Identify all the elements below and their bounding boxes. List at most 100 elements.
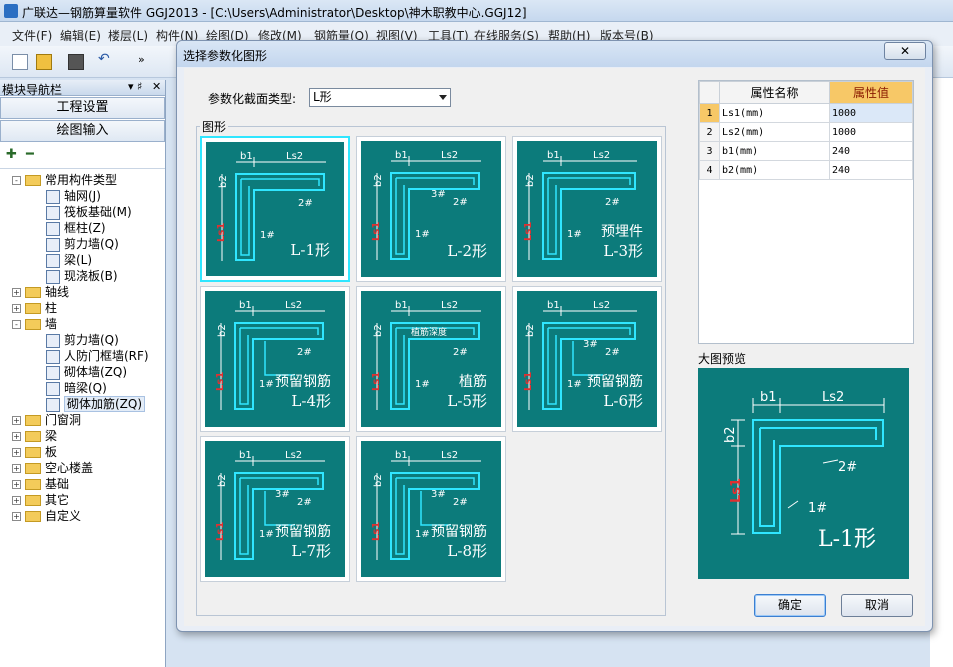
draw-input-button[interactable]: 绘图输入: [0, 120, 165, 142]
tree-folder[interactable]: +梁: [12, 428, 57, 444]
dialog-close-button[interactable]: ✕: [884, 42, 926, 60]
toolbar-overflow-icon[interactable]: »: [138, 53, 145, 66]
tree-item[interactable]: 现浇板(B): [46, 268, 118, 284]
new-file-icon[interactable]: [12, 54, 28, 70]
expand-icon[interactable]: +: [12, 416, 21, 425]
rebar-2-label: 2#: [453, 197, 468, 208]
tree-item[interactable]: 人防门框墙(RF): [46, 348, 149, 364]
tree-folder[interactable]: +门窗洞: [12, 412, 81, 428]
tree-folder[interactable]: -常用构件类型: [12, 172, 117, 188]
tree-item[interactable]: 梁(L): [46, 252, 92, 268]
tree-label: 空心楼盖: [45, 461, 94, 475]
tree-folder[interactable]: +其它: [12, 492, 69, 508]
save-icon[interactable]: [68, 54, 84, 70]
tree-folder[interactable]: -墙: [12, 316, 57, 332]
undo-icon[interactable]: ↶: [98, 51, 110, 67]
b1-label: b1: [395, 300, 408, 311]
nav-pin-icon[interactable]: ▾ ♯: [128, 80, 143, 93]
ok-button[interactable]: 确定: [754, 594, 826, 617]
expand-icon[interactable]: +: [12, 480, 21, 489]
expand-icon[interactable]: +: [12, 464, 21, 473]
section-type-select[interactable]: L形: [309, 88, 451, 107]
nav-header: 模块导航栏 ▾ ♯ ✕: [0, 80, 165, 97]
ls1-label: Ls1: [371, 372, 382, 391]
ls2-label: Ls2: [441, 300, 458, 311]
tree-item[interactable]: 砌体墙(ZQ): [46, 364, 127, 380]
menu-component[interactable]: 构件(N): [156, 29, 199, 43]
expand-all-icon[interactable]: ✚: [6, 147, 17, 162]
tree-item[interactable]: 剪力墙(Q): [46, 236, 119, 252]
prop-value[interactable]: 240: [828, 160, 914, 180]
grid-empty-cell: [720, 256, 830, 275]
tree-folder[interactable]: +板: [12, 444, 57, 460]
tree-item[interactable]: 暗梁(Q): [46, 380, 107, 396]
dialog-title: 选择参数化图形: [183, 49, 268, 63]
prop-value[interactable]: 1000: [828, 103, 914, 123]
grid-empty-cell: [829, 199, 912, 218]
menu-item-10[interactable]: 帮助(H): [548, 29, 591, 43]
shape-outline: [390, 472, 480, 560]
menu-floor[interactable]: 楼层(L): [108, 29, 149, 43]
menu-item-7[interactable]: 视图(V): [376, 29, 418, 43]
menu-item-6[interactable]: 钢筋量(Q): [314, 29, 369, 43]
shape-rebar: [547, 177, 631, 255]
tree-folder[interactable]: +轴线: [12, 284, 69, 300]
tree-item[interactable]: 剪力墙(Q): [46, 332, 119, 348]
menu-edit[interactable]: 编辑(E): [60, 29, 101, 43]
tree-folder[interactable]: +基础: [12, 476, 69, 492]
prop-value[interactable]: 1000: [828, 122, 914, 142]
tree-item[interactable]: 筏板基础(M): [46, 204, 132, 220]
collapse-icon[interactable]: -: [12, 320, 21, 329]
tree-folder[interactable]: + 空心楼盖: [12, 460, 93, 476]
tree-folder[interactable]: +柱: [12, 300, 57, 316]
expand-icon[interactable]: +: [12, 432, 21, 441]
b2-label: b2: [217, 474, 228, 487]
expand-icon[interactable]: +: [12, 512, 21, 521]
b1-label: b1: [547, 150, 560, 161]
tree-label: 墙: [45, 317, 58, 331]
tree-item[interactable]: 框柱(Z): [46, 220, 106, 236]
collapse-icon[interactable]: -: [12, 176, 21, 185]
prop-value[interactable]: 240: [828, 141, 914, 161]
menu-item-5[interactable]: 修改(M): [258, 29, 302, 43]
cancel-button[interactable]: 取消: [841, 594, 913, 617]
rebar-3-label: 3#: [431, 189, 446, 200]
menu-item-4[interactable]: 绘图(D): [206, 29, 249, 43]
menu-item-8[interactable]: 工具(T): [428, 29, 469, 43]
tree-item[interactable]: 轴网(J): [46, 188, 101, 204]
project-settings-button[interactable]: 工程设置: [0, 97, 165, 119]
menu-item-11[interactable]: 版本号(B): [600, 29, 654, 43]
expand-icon[interactable]: +: [12, 496, 21, 505]
folder-icon: [25, 303, 41, 314]
tree-folder[interactable]: +自定义: [12, 508, 81, 524]
grid-empty-row: [699, 236, 913, 256]
component-icon: [46, 205, 60, 220]
collapse-all-icon[interactable]: ━: [26, 147, 34, 162]
expand-icon[interactable]: +: [12, 304, 21, 313]
preview-drawing: b1 Ls2 b2 Ls1 2# 1# L-1形: [723, 390, 885, 552]
tree-item[interactable]: 砌体加筋(ZQ): [46, 396, 146, 412]
menu-file[interactable]: 文件(F): [12, 29, 53, 43]
open-folder-icon[interactable]: [36, 54, 52, 70]
folder-icon: [25, 447, 41, 458]
grid-empty-cell: [829, 256, 912, 275]
menu-item-9[interactable]: 在线服务(S): [474, 29, 539, 43]
shape-caption-top: 预留钢筋: [587, 374, 643, 390]
nav-close-icon[interactable]: ✕: [152, 80, 162, 93]
expand-icon[interactable]: +: [12, 448, 21, 457]
expand-icon[interactable]: +: [12, 288, 21, 297]
